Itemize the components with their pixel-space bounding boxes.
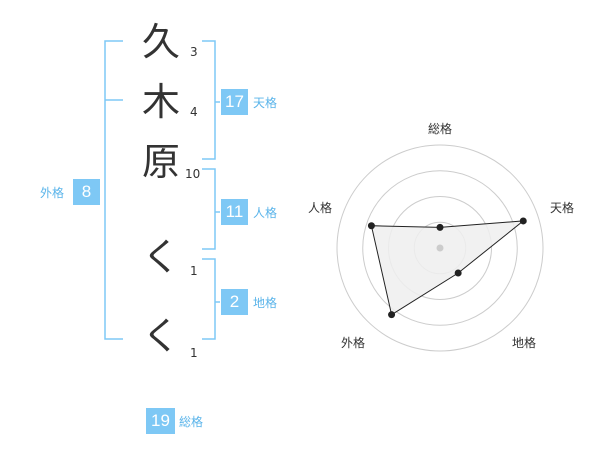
soukaku-label: 総格 (179, 415, 204, 429)
name-char-5: く (141, 314, 180, 358)
stroke-count-4: 1 (190, 264, 198, 278)
radar-point-4 (367, 222, 375, 230)
chikaku-label: 地格 (253, 296, 278, 310)
name-char-2: 木 (141, 80, 180, 124)
gaikaku-label: 外格 (40, 186, 65, 200)
jinkaku-value: 11 (221, 199, 248, 225)
radar-ring-4 (336, 144, 544, 352)
radar-axis-label-0: 総格 (427, 122, 452, 136)
radar-polygon (370, 220, 525, 316)
soukaku-value: 19 (146, 408, 175, 434)
chikaku-bracket (202, 258, 216, 340)
radar-point-3 (388, 311, 396, 319)
radar-axis-label-2: 地格 (511, 336, 536, 350)
stroke-count-1: 3 (190, 45, 198, 59)
jinkaku-label: 人格 (253, 206, 278, 220)
name-char-4: く (141, 235, 180, 279)
radar-ring-3 (362, 170, 518, 326)
radar-axis-label-3: 外格 (340, 336, 365, 350)
gaikaku-bracket (104, 40, 123, 340)
chikaku-value: 2 (221, 289, 248, 315)
tenkaku-label: 天格 (253, 96, 278, 110)
stroke-count-3: 10 (185, 167, 201, 181)
tenkaku-value: 17 (221, 89, 248, 115)
radar-point-1 (519, 217, 527, 225)
bracket-group (104, 40, 220, 340)
name-char-1: 久 (141, 20, 180, 64)
stroke-count-5: 1 (190, 346, 198, 360)
gaikaku-value: 8 (73, 179, 100, 205)
radar-point-0 (436, 223, 444, 231)
radar-points (367, 217, 527, 319)
radar-axis-label-1: 天格 (549, 201, 574, 215)
radar-axis-label-4: 人格 (307, 201, 332, 215)
radar-center-dot (436, 244, 444, 252)
jinkaku-bracket (202, 168, 216, 250)
stroke-count-2: 4 (190, 105, 198, 119)
tenkaku-bracket (202, 40, 216, 160)
name-char-3: 原 (141, 140, 180, 184)
radar-point-2 (454, 269, 462, 277)
